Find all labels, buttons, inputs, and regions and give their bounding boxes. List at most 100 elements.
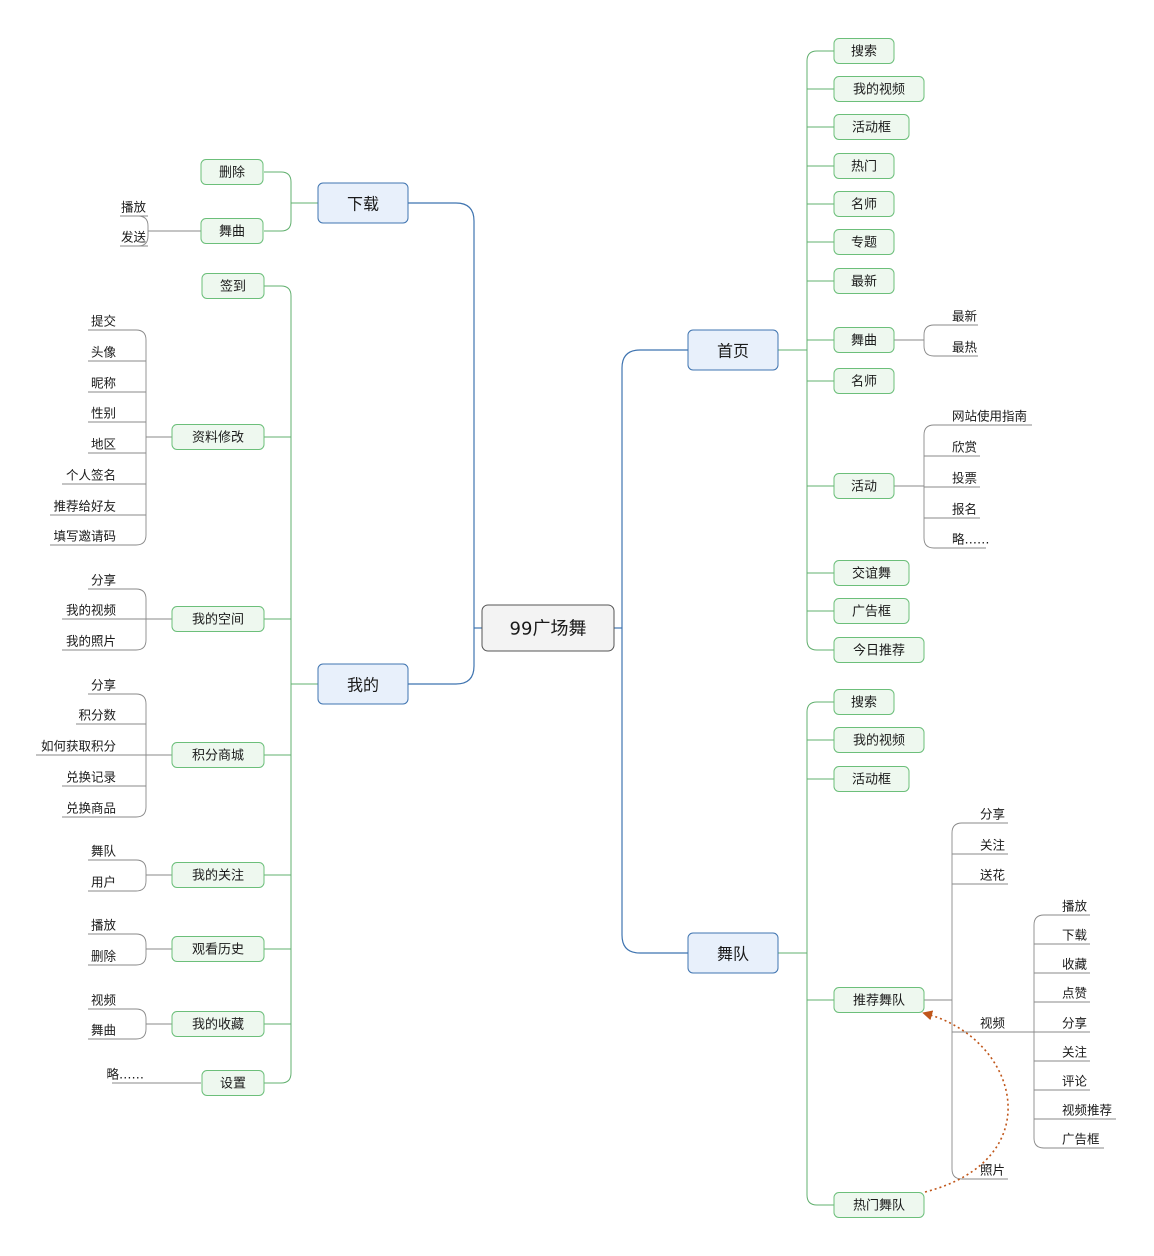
profile-leaf-0[interactable]: 提交 [88,314,118,331]
home-item-9[interactable]: 活动 [833,473,895,499]
points-leaf-4[interactable]: 兑换商品 [62,801,118,818]
home-item-8[interactable]: 名师 [833,368,895,394]
home-item-1-box [833,76,925,102]
team-video-leaf-0[interactable]: 播放 [1060,899,1090,916]
favorite-leaf-1-label: 舞曲 [91,1023,116,1038]
home-item-7[interactable]: 舞曲 [833,327,895,353]
team-rec-leaf-3[interactable]: 视频 [978,1016,1008,1033]
team-video-leaf-7[interactable]: 视频推荐 [1060,1103,1116,1120]
team-rec-leaf-0[interactable]: 分享 [978,807,1008,824]
favorite-leaf-1[interactable]: 舞曲 [88,1023,118,1040]
space-leaf-1[interactable]: 我的视频 [62,603,118,620]
home-activity-leaf-1[interactable]: 欣赏 [950,440,980,457]
profile-leaf-6[interactable]: 推荐给好友 [50,499,118,516]
home-item-9-label: 活动 [851,480,877,495]
profile-leaf-1[interactable]: 头像 [88,345,118,362]
home-item-2[interactable]: 活动框 [833,114,910,140]
profile-leaf-3[interactable]: 性别 [88,406,118,423]
team-item-2[interactable]: 活动框 [833,766,910,792]
team-video-leaf-3[interactable]: 点赞 [1060,986,1090,1003]
follow-leaf-1[interactable]: 用户 [88,875,118,892]
team-video-leaf-6[interactable]: 评论 [1060,1074,1090,1091]
follow-leaf-0[interactable]: 舞队 [88,844,118,861]
mine-item-7[interactable]: 设置 [201,1070,265,1096]
home-activity-leaf-4[interactable]: 略…… [950,532,990,549]
team-item-4[interactable]: 热门舞队 [833,1192,925,1218]
team-item-0-label: 搜索 [851,696,877,711]
points-leaf-1[interactable]: 积分数 [76,708,118,725]
mine-item-3[interactable]: 积分商城 [171,742,265,768]
team-rec-leaf-1-label: 关注 [980,838,1006,853]
team-video-leaf-2[interactable]: 收藏 [1060,957,1090,974]
history-leaf-1[interactable]: 删除 [88,949,118,966]
team-video-leaf-0-label: 播放 [1062,899,1088,914]
points-leaf-3-label: 兑换记录 [66,770,116,785]
download-item-0[interactable]: 删除 [200,159,264,185]
download-item-1-box [200,218,264,244]
home-item-0-label: 搜索 [851,45,877,60]
team-video-leaf-4[interactable]: 分享 [1060,1016,1090,1033]
home-activity-leaf-2[interactable]: 投票 [950,471,980,488]
mine-item-0[interactable]: 签到 [201,273,265,299]
space-leaf-2[interactable]: 我的照片 [62,634,118,651]
space-leaf-2-label: 我的照片 [66,634,116,649]
branch-home[interactable]: 首页 [687,329,779,371]
home-item-4[interactable]: 名师 [833,191,895,217]
profile-leaf-7[interactable]: 填写邀请码 [50,529,118,546]
points-leaf-4-label: 兑换商品 [66,801,116,816]
team-rec-leaf-1[interactable]: 关注 [978,838,1008,855]
team-video-leaf-5[interactable]: 关注 [1060,1045,1090,1062]
mine-item-4[interactable]: 我的关注 [171,862,265,888]
branch-download[interactable]: 下载 [317,182,409,224]
home-item-6[interactable]: 最新 [833,268,895,294]
team-item-0[interactable]: 搜索 [833,689,895,715]
home-item-5[interactable]: 专题 [833,229,895,255]
home-item-10[interactable]: 交谊舞 [833,560,910,586]
mine-item-5[interactable]: 观看历史 [171,936,265,962]
home-music-leaf-0[interactable]: 最新 [950,309,978,326]
space-leaf-0[interactable]: 分享 [88,573,118,590]
home-item-11[interactable]: 广告框 [833,598,910,624]
team-item-1[interactable]: 我的视频 [833,727,925,753]
history-leaf-0-label: 播放 [91,918,117,933]
team-video-leaf-1-label: 下载 [1062,928,1088,943]
branch-mine[interactable]: 我的 [317,663,409,705]
home-activity-leaf-3[interactable]: 报名 [950,502,980,519]
team-rec-leaf-2-label: 送花 [980,868,1005,883]
history-leaf-0[interactable]: 播放 [88,918,118,935]
profile-leaf-5[interactable]: 个人签名 [62,468,118,485]
settings-leaf-0-label: 略…… [106,1067,144,1082]
home-item-5-label: 专题 [851,236,877,251]
mine-item-2[interactable]: 我的空间 [171,606,265,632]
points-leaf-3[interactable]: 兑换记录 [62,770,118,787]
team-rec-leaf-3-label: 视频 [980,1016,1006,1031]
team-rec-leaf-4-label: 照片 [980,1163,1005,1178]
mine-item-6[interactable]: 我的收藏 [171,1011,265,1037]
home-item-3[interactable]: 热门 [833,153,895,179]
download-music-leaf-0[interactable]: 播放 [120,200,148,217]
branch-team[interactable]: 舞队 [687,932,779,974]
home-item-12[interactable]: 今日推荐 [833,637,925,663]
mine-item-1-label: 资料修改 [192,431,244,446]
favorite-leaf-0[interactable]: 视频 [88,993,118,1010]
team-item-3[interactable]: 推荐舞队 [833,987,925,1013]
team-video-leaf-1[interactable]: 下载 [1060,928,1090,945]
home-activity-leaf-0[interactable]: 网站使用指南 [950,409,1032,426]
profile-leaf-4[interactable]: 地区 [88,437,118,454]
settings-leaf-0[interactable]: 略…… [106,1067,146,1084]
root-topic[interactable]: 99广场舞 [481,604,615,652]
team-video-leaf-8[interactable]: 广告框 [1060,1132,1104,1149]
home-item-1[interactable]: 我的视频 [833,76,925,102]
points-leaf-2[interactable]: 如何获取积分 [36,739,118,756]
profile-leaf-2[interactable]: 昵称 [88,376,118,393]
download-music-leaf-1[interactable]: 发送 [120,230,148,247]
home-music-leaf-1[interactable]: 最热 [950,340,978,357]
team-rec-leaf-2[interactable]: 送花 [978,868,1008,885]
mine-item-1[interactable]: 资料修改 [171,424,265,450]
points-leaf-0[interactable]: 分享 [88,678,118,695]
team-rec-leaf-4[interactable]: 照片 [978,1163,1008,1180]
mine-item-6-label: 我的收藏 [192,1017,244,1033]
download-item-1[interactable]: 舞曲 [200,218,264,244]
home-item-0[interactable]: 搜索 [833,38,895,64]
